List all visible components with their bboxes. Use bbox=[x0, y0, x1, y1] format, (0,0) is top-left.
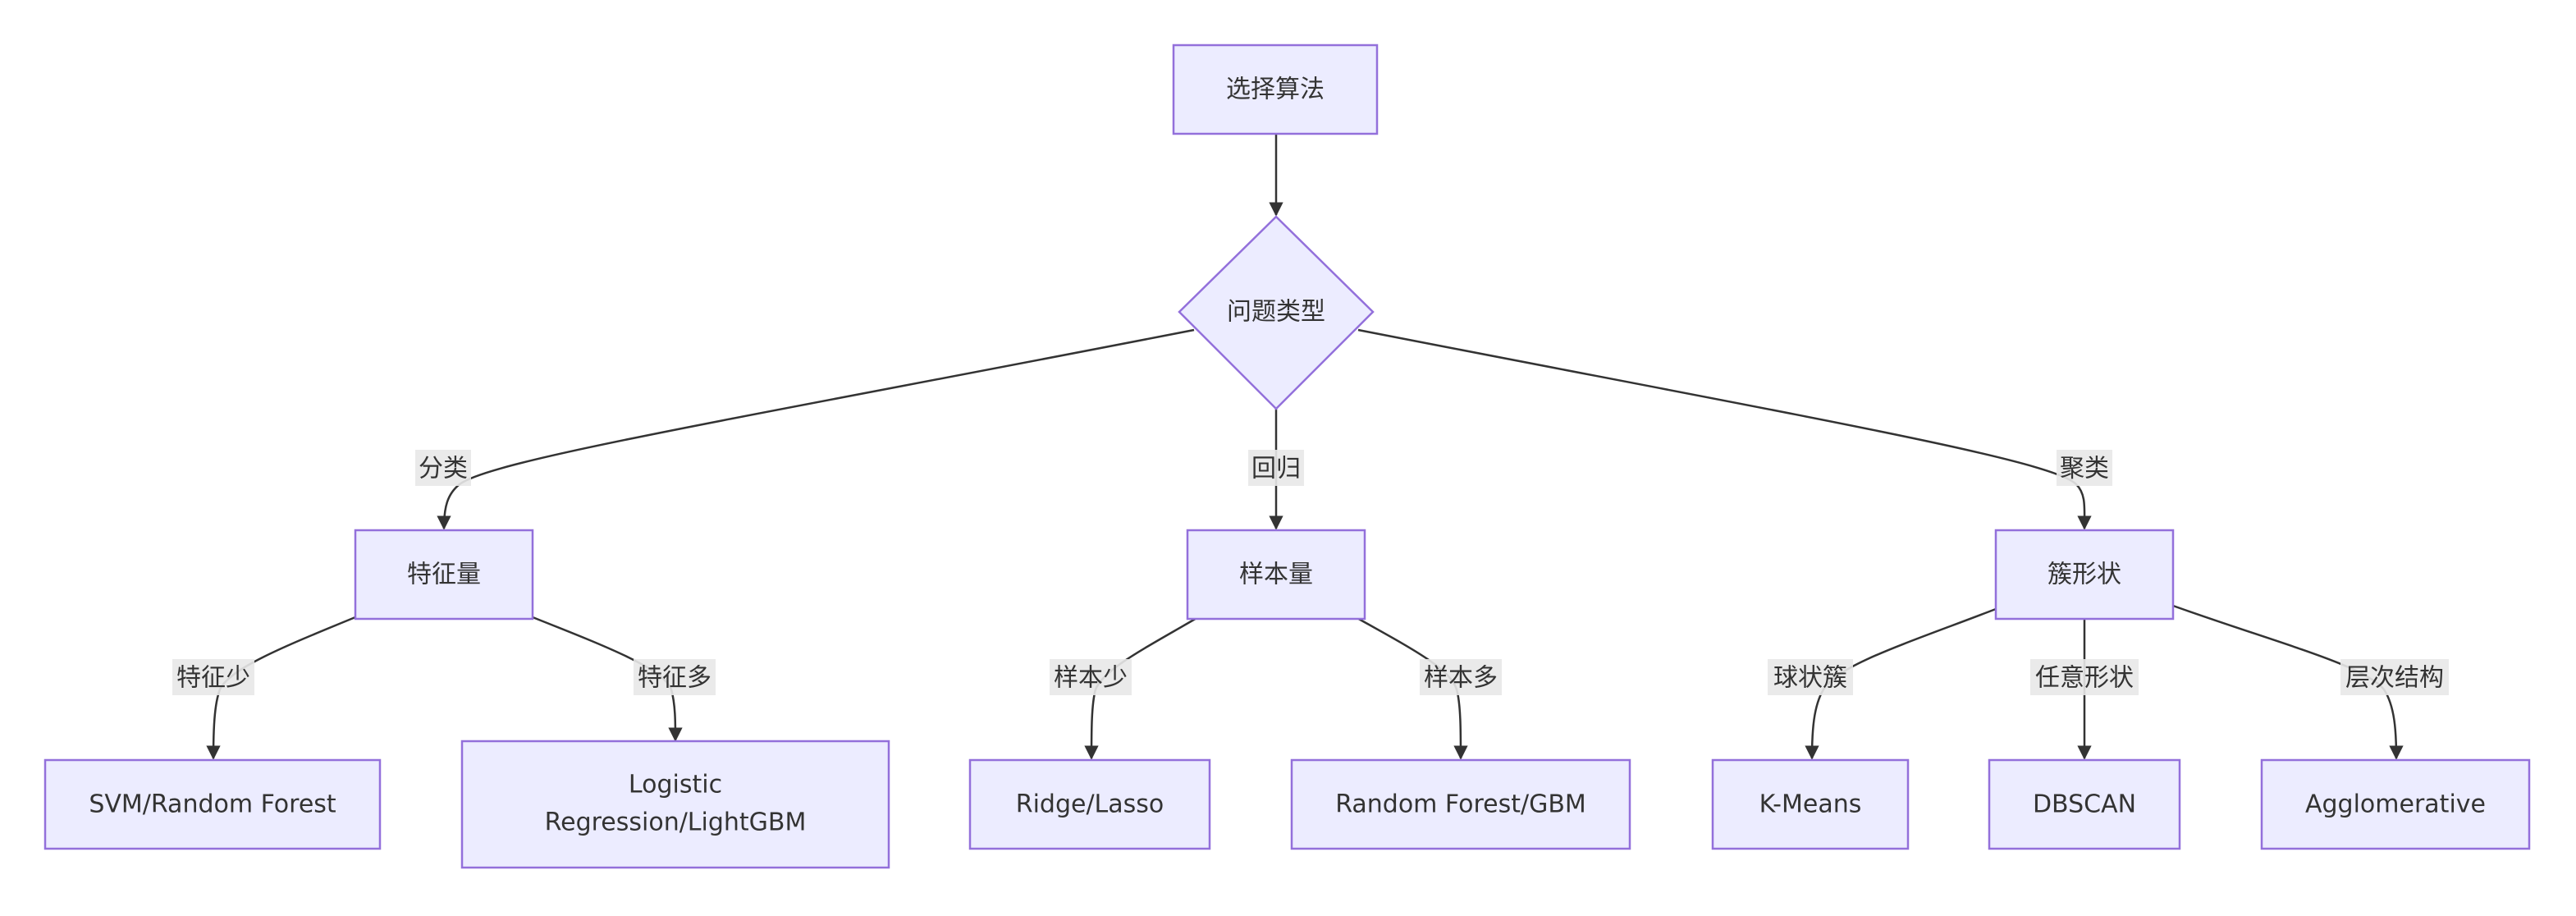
node-start-label: 选择算法 bbox=[1226, 76, 1325, 104]
node-agglomerative-label: Agglomerative bbox=[2305, 790, 2486, 819]
node-start: 选择算法 bbox=[1172, 44, 1379, 135]
node-logistic-label-line2: Regression/LightGBM bbox=[545, 808, 807, 837]
edge-label-many-features-text: 特征多 bbox=[638, 664, 711, 693]
node-agglomerative: Agglomerative bbox=[2260, 758, 2531, 850]
node-dbscan-label: DBSCAN bbox=[2033, 790, 2136, 819]
edge-label-clustering: 聚类 bbox=[2057, 450, 2112, 486]
node-kmeans-label: K-Means bbox=[1759, 790, 1862, 819]
edge-label-clustering-text: 聚类 bbox=[2060, 455, 2109, 483]
node-sample-size: 样本量 bbox=[1186, 529, 1366, 621]
edge-label-hierarchical-text: 层次结构 bbox=[2345, 664, 2444, 693]
node-ridge-lasso-label: Ridge/Lasso bbox=[1016, 790, 1164, 819]
edge-label-classification: 分类 bbox=[415, 450, 471, 486]
edge-problem-type-to-feature-count bbox=[437, 328, 1195, 530]
edge-label-regression-text: 回归 bbox=[1251, 455, 1301, 483]
node-dbscan: DBSCAN bbox=[1988, 758, 2181, 850]
edge-label-few-features: 特征少 bbox=[172, 659, 254, 695]
edge-label-arbitrary: 任意形状 bbox=[2030, 659, 2139, 695]
node-rf-gbm: Random Forest/GBM bbox=[1290, 758, 1631, 850]
edge-label-spherical: 球状簇 bbox=[1768, 659, 1853, 695]
node-problem-type-label: 问题类型 bbox=[1227, 298, 1325, 327]
node-rf-gbm-label: Random Forest/GBM bbox=[1335, 790, 1586, 819]
edge-label-many-features: 特征多 bbox=[634, 659, 716, 695]
edge-label-few-features-text: 特征少 bbox=[176, 664, 250, 693]
edge-label-spherical-text: 球状簇 bbox=[1773, 664, 1847, 693]
node-kmeans: K-Means bbox=[1711, 758, 1910, 850]
node-cluster-shape: 簇形状 bbox=[1994, 529, 2175, 621]
edge-label-classification-text: 分类 bbox=[419, 455, 468, 483]
node-ridge-lasso: Ridge/Lasso bbox=[968, 758, 1211, 850]
node-feature-count: 特征量 bbox=[354, 529, 534, 621]
edge-label-arbitrary-text: 任意形状 bbox=[2035, 664, 2134, 693]
edge-label-few-samples: 样本少 bbox=[1050, 659, 1132, 695]
node-svm-rf-label: SVM/Random Forest bbox=[89, 790, 336, 819]
node-logistic-label-line1: Logistic bbox=[629, 771, 722, 799]
edge-label-regression: 回归 bbox=[1248, 450, 1304, 486]
node-sample-size-label: 样本量 bbox=[1239, 561, 1313, 589]
edge-label-many-samples-text: 样本多 bbox=[1424, 664, 1498, 693]
edge-problem-type-to-cluster-shape bbox=[1357, 328, 2092, 530]
edge-label-hierarchical: 层次结构 bbox=[2340, 659, 2449, 695]
edge-label-few-samples-text: 样本少 bbox=[1054, 664, 1128, 693]
node-feature-count-label: 特征量 bbox=[407, 561, 481, 589]
node-logistic: Logistic Regression/LightGBM bbox=[460, 740, 890, 869]
node-cluster-shape-label: 簇形状 bbox=[2048, 561, 2121, 589]
node-problem-type: 问题类型 bbox=[1178, 215, 1375, 410]
node-svm-rf: SVM/Random Forest bbox=[43, 758, 382, 850]
edge-label-many-samples: 样本多 bbox=[1420, 659, 1502, 695]
